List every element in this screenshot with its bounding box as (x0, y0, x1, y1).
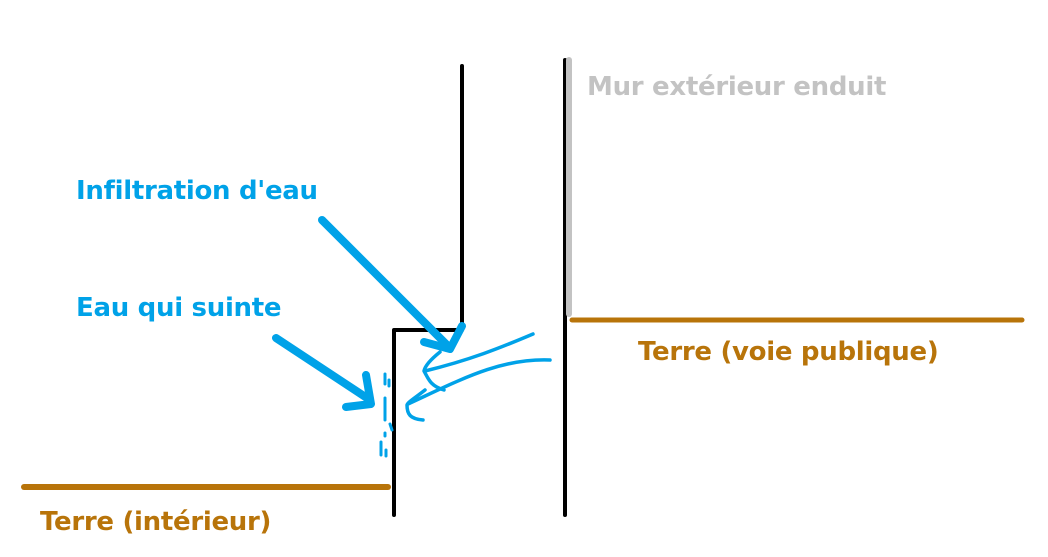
water-flow-arrows-icon (405, 332, 552, 422)
water-infiltration-label: Infiltration d'eau (76, 176, 318, 206)
ground-interior-label: Terre (intérieur) (40, 507, 272, 537)
seeping-arrow-icon (272, 334, 375, 411)
infiltration-arrow-icon (318, 216, 466, 353)
ground-public-road-label: Terre (voie publique) (638, 337, 939, 367)
seeping-drops-icon (379, 372, 394, 458)
seeping-water-label: Eau qui suinte (76, 293, 282, 323)
inner-wall (392, 64, 464, 517)
exterior-wall-label: Mur extérieur enduit (587, 72, 887, 102)
